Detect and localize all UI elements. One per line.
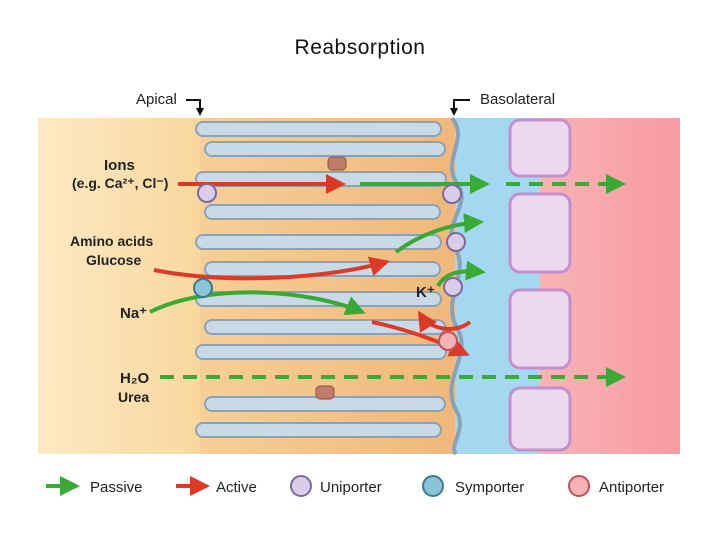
lumen-region (38, 118, 208, 454)
uniporter-basolateral (442, 184, 462, 204)
antiporter-basolateral (438, 331, 458, 351)
legend-passive-label: Passive (90, 479, 143, 496)
urea-label: Urea (118, 389, 149, 405)
tight-junction (327, 156, 347, 171)
capillary-cells (508, 118, 572, 452)
legend-antiporter-label: Antiporter (599, 479, 664, 496)
glucose-active-arrow (153, 256, 390, 281)
uniporter-apical (197, 183, 217, 203)
k-active-arrow (417, 310, 472, 333)
na-passive-arrow (149, 290, 366, 315)
k-label: K⁺ (416, 284, 435, 301)
apical-pointer-head (196, 108, 204, 116)
symporter-apical (193, 278, 213, 298)
basolateral-pointer-head (450, 108, 458, 116)
glucose-label: Glucose (86, 252, 141, 268)
na-label: Na⁺ (120, 305, 147, 322)
ions-label: Ions (104, 157, 135, 174)
legend: Passive Active Uniporter Symporter Antip… (46, 475, 664, 497)
amino-acids-label: Amino acids (70, 233, 153, 249)
legend-uniporter-icon (290, 475, 312, 497)
page-title: Reabsorption (294, 36, 426, 59)
legend-uniporter-label: Uniporter (320, 479, 382, 496)
apical-label: Apical (136, 91, 177, 108)
legend-symporter-icon (422, 475, 444, 497)
legend-antiporter-icon (568, 475, 590, 497)
uniporter-basolateral (443, 277, 463, 297)
k-passive-arrow (436, 260, 486, 288)
basolateral-label: Basolateral (480, 91, 555, 108)
uniporter-basolateral (446, 232, 466, 252)
tight-junction (315, 385, 335, 400)
na-active-arrow (371, 320, 470, 357)
ions-example-label: (e.g. Ca²⁺, Cl⁻) (72, 175, 168, 191)
legend-symporter-label: Symporter (455, 479, 524, 496)
h2o-label: H₂O (120, 370, 149, 387)
glucose-passive-arrow (394, 213, 484, 254)
legend-active-label: Active (216, 479, 257, 496)
